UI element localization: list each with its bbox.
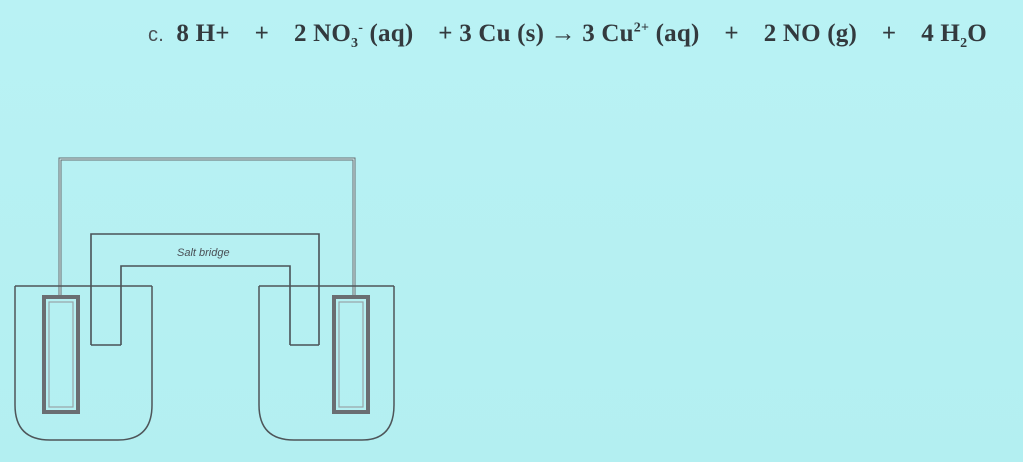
salt-bridge-label: Salt bridge <box>177 247 230 259</box>
product-water: 4 H2O <box>921 20 987 51</box>
plus-sign: + <box>881 20 897 47</box>
product-nitric-oxide: 2 NO (g) <box>763 20 857 47</box>
reaction-arrow: → <box>550 20 576 47</box>
right-beaker <box>258 286 395 441</box>
left-electrode-inner <box>48 301 74 408</box>
right-electrode <box>332 295 370 414</box>
plus-sign: + <box>724 20 739 47</box>
salt-bridge-outer <box>90 233 320 345</box>
left-electrode <box>42 295 80 414</box>
chemical-equation: c. 8 H+ + 2 NO3- (aq) + 3 Cu (s) → 3 Cu2… <box>148 20 987 54</box>
reactant-hydrogen: 8 H+ <box>176 20 230 47</box>
external-wire <box>58 157 356 297</box>
product-copper-ion: 3 Cu2+ (aq) <box>582 20 700 47</box>
plus-sign: + <box>254 20 270 47</box>
reactant-nitrate: 2 NO3- (aq) <box>293 20 414 51</box>
reactant-copper: 3 Cu (s) <box>459 20 545 47</box>
right-electrode-inner <box>338 301 364 408</box>
equation-label: c. <box>148 24 164 46</box>
left-beaker <box>14 286 153 441</box>
external-wire-inner <box>59 158 355 297</box>
salt-bridge-inner <box>120 265 291 345</box>
plus-sign: + <box>438 20 453 47</box>
